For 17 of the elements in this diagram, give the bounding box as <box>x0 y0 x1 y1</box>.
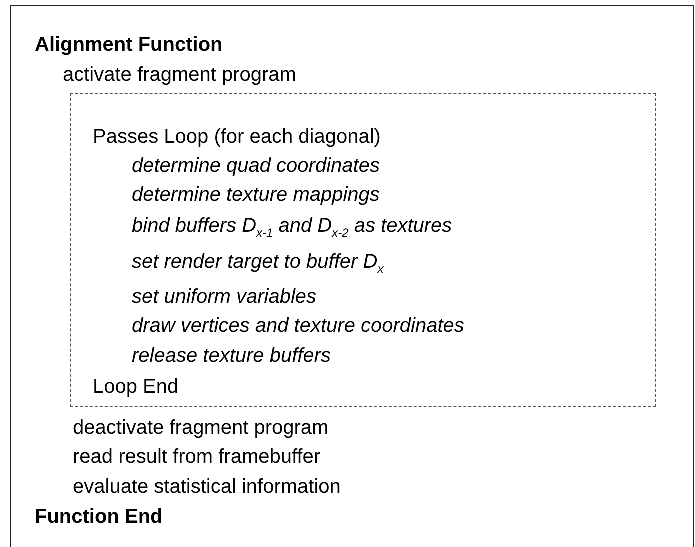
statement-text: Loop End <box>93 375 179 399</box>
statement-text: evaluate statistical information <box>73 475 341 499</box>
loop-box <box>70 93 656 407</box>
function-heading: Alignment Function <box>35 33 223 57</box>
function-frame <box>10 5 694 547</box>
statement-text: Passes Loop (for each diagonal) <box>93 125 381 149</box>
loop-step: set uniform variables <box>132 285 317 309</box>
loop-step: determine texture mappings <box>132 183 380 207</box>
loop-step: determine quad coordinates <box>132 154 380 178</box>
function-heading: Function End <box>35 505 163 529</box>
loop-step: release texture buffers <box>132 344 331 368</box>
loop-step: bind buffers D$_{x-1}$ and D$_{x-2}$ as textures <box>132 214 452 238</box>
statement-text: activate fragment program <box>63 63 296 87</box>
statement-text: read result from framebuffer <box>73 445 321 469</box>
statement-text: deactivate fragment program <box>73 416 329 440</box>
loop-step: draw vertices and texture coordinates <box>132 314 464 338</box>
loop-step: set render target to buffer D$_{x}$ <box>132 250 384 274</box>
